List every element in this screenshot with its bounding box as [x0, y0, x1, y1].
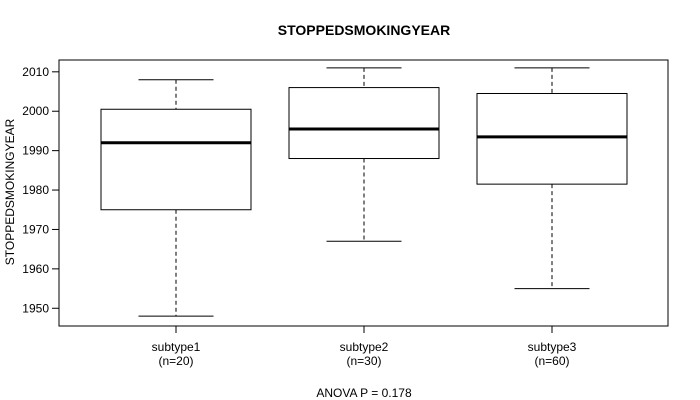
y-tick-label: 2000: [22, 104, 49, 118]
y-tick-label: 1990: [22, 144, 49, 158]
y-tick-label: 2010: [22, 65, 49, 79]
x-count-label: (n=30): [346, 354, 381, 368]
iqr-box: [476, 92, 628, 185]
y-axis: 1950 1960 1970 1980 1990 2000 2010: [22, 65, 59, 315]
y-axis-title: STOPPEDSMOKINGYEAR: [3, 118, 17, 265]
y-tick-label: 1960: [22, 262, 49, 276]
x-count-label: (n=20): [158, 354, 193, 368]
anova-footnote: ANOVA P = 0.178: [316, 386, 412, 400]
x-count-label: (n=60): [534, 354, 569, 368]
iqr-box: [288, 87, 440, 160]
box-subtype3: [476, 67, 628, 290]
box-subtype1: [100, 79, 252, 317]
chart-title: STOPPEDSMOKINGYEAR: [278, 22, 450, 38]
y-tick-label: 1970: [22, 222, 49, 236]
x-axis-labels: subtype1(n=20) subtype2(n=30) subtype3(n=6…: [152, 326, 577, 368]
y-tick-label: 1950: [22, 301, 49, 315]
y-tick-label: 1980: [22, 183, 49, 197]
x-category-label: subtype3: [528, 340, 577, 354]
x-category-label: subtype1: [152, 340, 201, 354]
boxes: [100, 67, 628, 317]
iqr-box: [100, 108, 252, 211]
box-subtype2: [288, 67, 440, 242]
x-category-label: subtype2: [340, 340, 389, 354]
